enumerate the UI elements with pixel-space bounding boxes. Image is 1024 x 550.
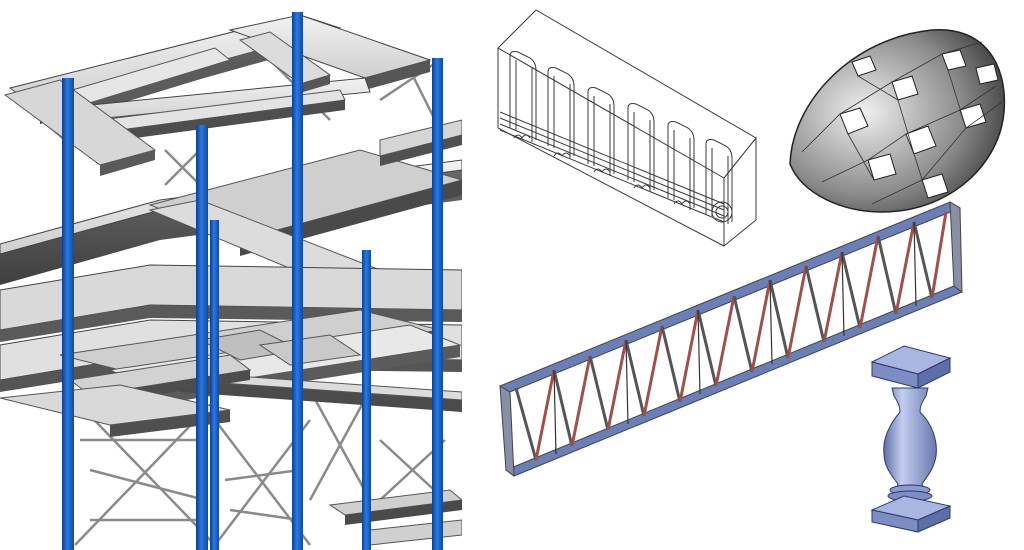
dome-shell [789,29,1006,213]
bar-hooks [513,134,733,223]
geodesic-dome-model [782,22,1012,214]
baluster-drawing [870,345,952,533]
geodesic-dome-drawing [789,29,1006,213]
baluster-model [862,340,958,534]
beam-end-face [723,136,757,248]
steel-truss-model [496,198,966,480]
baluster-base [870,495,952,533]
dome-hex-lines [801,41,1003,205]
stirrups [509,51,733,224]
roof-frame [3,14,432,176]
truss-web-members [514,211,948,461]
steel-truss-drawing [498,201,964,478]
rebar-cage-drawing [497,9,757,248]
baluster-cap [870,345,952,389]
floor-girders-upper [0,119,462,300]
steel-columns [62,12,443,550]
truss-verticals [553,221,917,455]
rebar-cage-model [496,8,758,248]
steel-frame-model [0,0,462,550]
baluster-shaft [883,387,937,491]
beam-top-face [497,9,757,179]
steel-frame-drawing [0,12,462,550]
truss-chords [498,201,964,478]
dome-openings [839,49,999,199]
